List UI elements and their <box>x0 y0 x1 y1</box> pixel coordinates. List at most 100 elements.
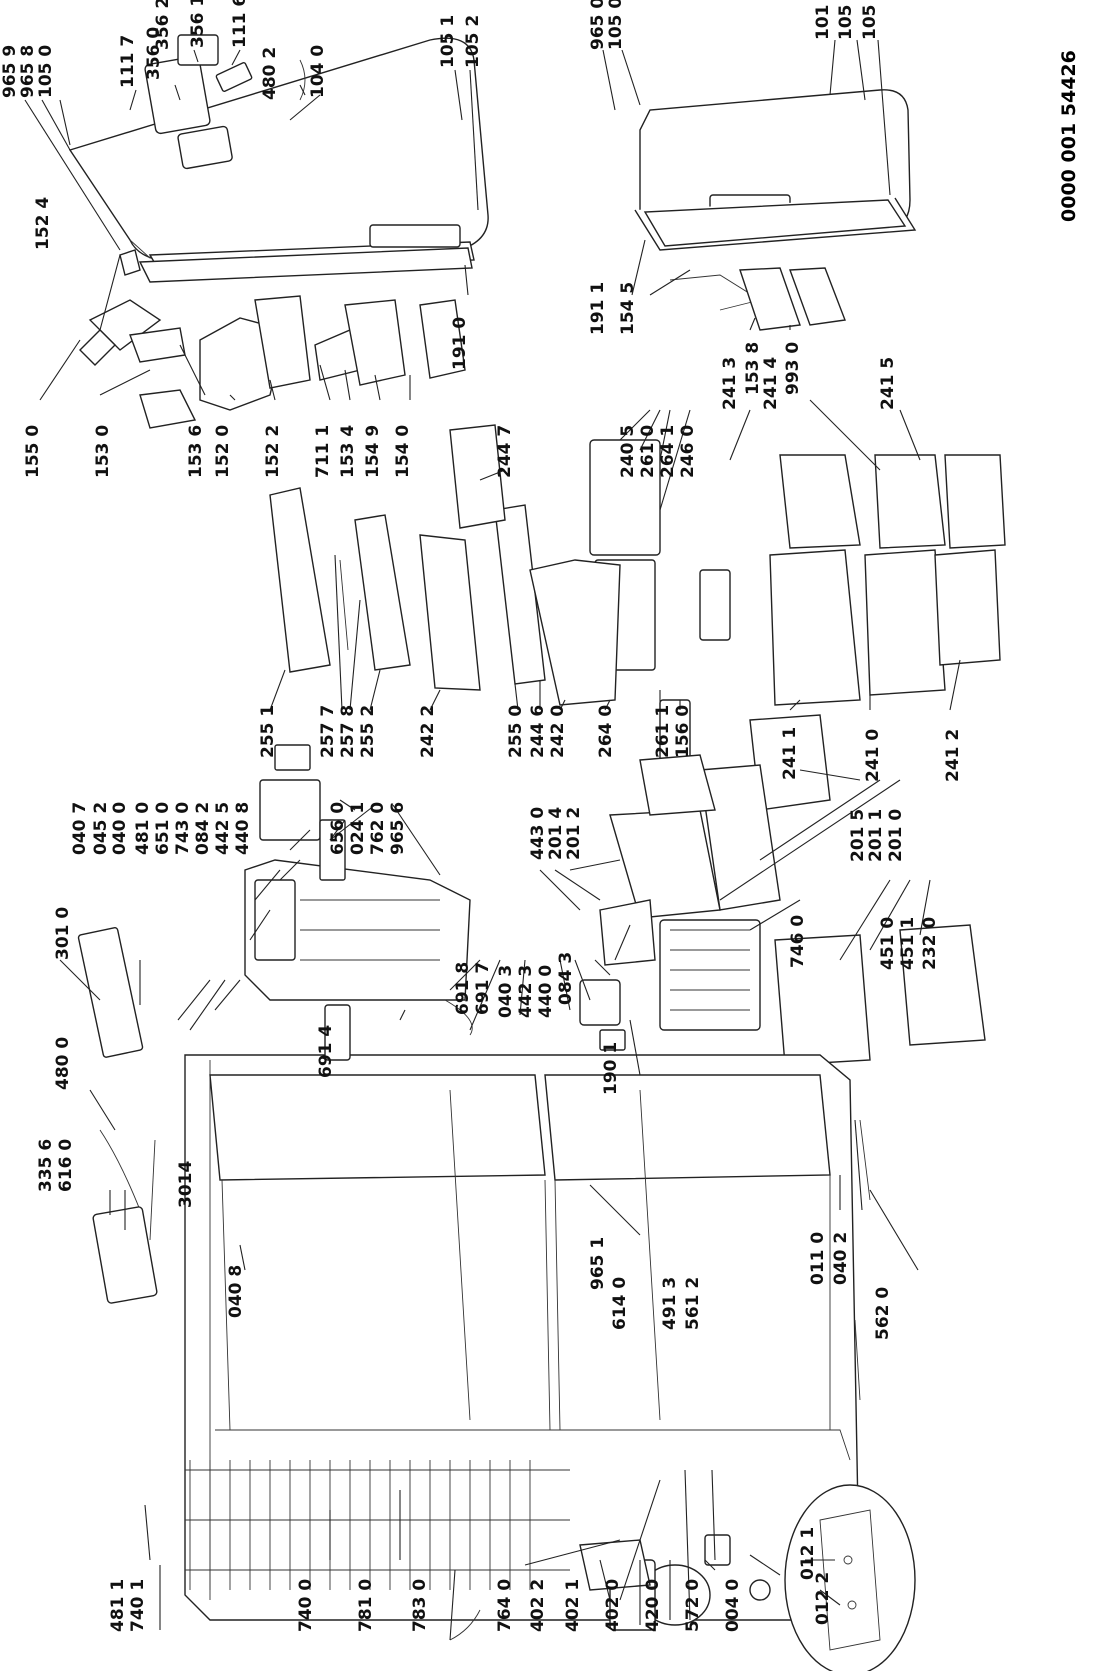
label-481-0: 481 0 <box>133 801 153 855</box>
leader-lines <box>24 39 961 1641</box>
label-711-1: 711 1 <box>313 424 333 478</box>
label-040-7: 040 7 <box>70 801 90 855</box>
label-152-0: 152 0 <box>213 424 233 478</box>
label-156-0: 156 0 <box>673 704 693 758</box>
label-011-0: 011 0 <box>808 1231 828 1285</box>
air-duct-housing <box>244 744 471 1001</box>
label-691-7: 691 7 <box>473 961 493 1015</box>
label-261-1: 261 1 <box>653 704 673 758</box>
label-012-2: 012 2 <box>813 1571 833 1625</box>
label-201-1: 201 1 <box>866 808 886 862</box>
label-614-0: 614 0 <box>610 1276 630 1330</box>
label-153-4: 153 4 <box>338 424 358 478</box>
label-040-2: 040 2 <box>831 1231 851 1285</box>
label-255-2: 255 2 <box>358 704 378 758</box>
label-244-7: 244 7 <box>495 424 515 478</box>
door-gasket <box>138 247 473 283</box>
label-240-5: 240 5 <box>618 424 638 478</box>
label-402-1: 402 1 <box>563 1578 583 1632</box>
label-241-0: 241 0 <box>863 728 883 782</box>
label-656-0: 656 0 <box>328 801 348 855</box>
label-105-0-a: 105 0 <box>36 44 56 98</box>
label-191-0-a: 191 0 <box>450 316 470 370</box>
label-105-1-a: 105 1 <box>438 14 458 68</box>
label-480-2: 480 2 <box>260 46 280 100</box>
label-764-0: 764 0 <box>495 1578 515 1632</box>
label-242-2: 242 2 <box>418 704 438 758</box>
label-241-3: 241 3 <box>720 356 740 410</box>
label-762-0: 762 0 <box>368 801 388 855</box>
label-111-7: 111 7 <box>118 34 138 88</box>
label-561-2: 561 2 <box>683 1276 703 1330</box>
label-255-1: 255 1 <box>258 704 278 758</box>
label-3014: 3014 <box>176 1160 196 1208</box>
label-301-0: 301 0 <box>53 906 73 960</box>
hinge-detail <box>784 1484 916 1671</box>
label-101-0: 101 0 <box>813 0 833 40</box>
label-965-9: 965 9 <box>0 44 20 98</box>
label-246-0: 246 0 <box>678 424 698 478</box>
label-040-0: 040 0 <box>110 801 130 855</box>
label-491-3: 491 3 <box>660 1276 680 1330</box>
freezer-drawers <box>529 439 1006 781</box>
label-335-6: 335 6 <box>36 1138 56 1192</box>
label-154-9: 154 9 <box>363 424 383 478</box>
label-572-0: 572 0 <box>683 1578 703 1632</box>
label-402-0: 402 0 <box>603 1578 623 1632</box>
label-451-1: 451 1 <box>898 916 918 970</box>
freezer-door <box>634 89 917 251</box>
label-004-0: 004 0 <box>723 1578 743 1632</box>
label-241-2: 241 2 <box>943 728 963 782</box>
label-154-5: 154 5 <box>618 281 638 335</box>
label-040-8: 040 8 <box>226 1264 246 1318</box>
label-084-2: 084 2 <box>193 801 213 855</box>
label-155-0: 155 0 <box>23 424 43 478</box>
label-190-1: 190 1 <box>601 1041 621 1095</box>
label-481-1: 481 1 <box>108 1578 128 1632</box>
label-153-0: 153 0 <box>93 424 113 478</box>
label-255-0: 255 0 <box>506 704 526 758</box>
label-781-0: 781 0 <box>356 1578 376 1632</box>
label-111-6: 111 6 <box>230 0 250 48</box>
label-402-2: 402 2 <box>528 1578 548 1632</box>
label-105-1-b: 105 1 <box>836 0 856 40</box>
label-241-4: 241 4 <box>761 356 781 410</box>
label-104-0: 104 0 <box>308 44 328 98</box>
label-257-7: 257 7 <box>318 704 338 758</box>
label-105-0-b: 105 0 <box>606 0 626 50</box>
condenser-coil <box>185 1460 570 1590</box>
label-651-0: 651 0 <box>153 801 173 855</box>
label-105-2-b: 105 2 <box>860 0 880 40</box>
label-040-3: 040 3 <box>496 964 516 1018</box>
label-691-4: 691 4 <box>316 1024 336 1078</box>
label-356-1: 356 1 <box>188 0 208 48</box>
label-440-0: 440 0 <box>536 964 556 1018</box>
label-191-1: 191 1 <box>588 281 608 335</box>
label-480-0: 480 0 <box>53 1036 73 1090</box>
label-356-2: 356 2 <box>153 0 173 50</box>
drawing-code: 0000 001 54426 <box>1058 50 1080 222</box>
cabinet <box>184 1054 861 1621</box>
label-965-6: 965 6 <box>388 801 408 855</box>
label-242-0: 242 0 <box>548 704 568 758</box>
label-232-0: 232 0 <box>920 916 940 970</box>
label-261-0: 261 0 <box>638 424 658 478</box>
label-241-1: 241 1 <box>780 726 800 780</box>
glass-shelves <box>269 424 546 691</box>
label-154-0: 154 0 <box>393 424 413 478</box>
label-965-1: 965 1 <box>588 1236 608 1290</box>
label-152-4: 152 4 <box>33 196 53 250</box>
label-440-8: 440 8 <box>233 801 253 855</box>
label-746-0: 746 0 <box>788 914 808 968</box>
label-451-0: 451 0 <box>878 916 898 970</box>
label-201-2: 201 2 <box>564 806 584 860</box>
label-420-0: 420 0 <box>643 1578 663 1632</box>
label-993-0: 993 0 <box>783 341 803 395</box>
label-244-6: 244 6 <box>528 704 548 758</box>
label-201-5: 201 5 <box>848 808 868 862</box>
door-bins <box>79 249 466 429</box>
compressor-group <box>579 1534 771 1631</box>
label-024-1: 024 1 <box>348 801 368 855</box>
